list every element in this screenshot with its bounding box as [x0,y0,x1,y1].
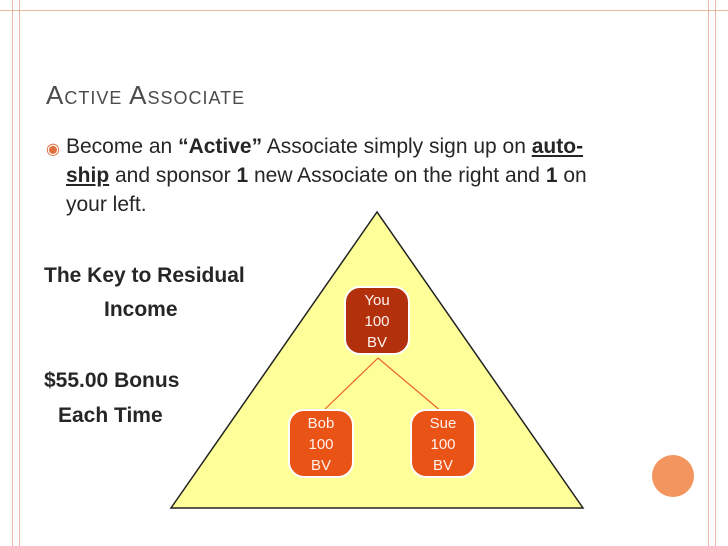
bullet-paragraph: Become an “Active” Associate simply sign… [66,132,626,219]
key-line-2: Income [104,298,178,321]
triangle-shape [169,210,585,509]
frame-line-left [12,0,13,546]
count-left: 1 [545,164,558,187]
bullet-icon: ◉ [46,141,60,158]
node-bob: Bob 100 BV [288,409,354,478]
node-you-value: 100 [364,313,390,330]
autoship-word: auto-ship [66,135,584,187]
count-right: 1 [236,164,249,187]
node-sue: Sue 100 BV [410,409,476,478]
connector-you-bob [321,357,379,413]
bonus-line-1: $55.00 Bonus [44,369,180,392]
frame-line-right-inner [708,0,709,546]
bullet-text-5: on your left. [66,164,587,216]
key-line-1: The Key to Residual [44,264,245,287]
node-bob-unit: BV [310,457,331,474]
connector-you-sue [377,357,443,413]
active-word: “Active” [178,135,263,158]
bullet-text-2: Associate simply sign up on [262,135,532,158]
node-you-name: You [364,292,390,309]
frame-line-left-inner [19,0,20,546]
bullet-text-3: and sponsor [109,164,237,187]
node-you-unit: BV [366,334,387,351]
node-sue-value: 100 [430,436,456,453]
frame-line-top [0,10,728,11]
node-you: You 100 BV [344,286,410,355]
bonus-line-2: Each Time [58,404,163,427]
node-sue-unit: BV [432,457,453,474]
slide-title: Active Associate [46,80,246,110]
node-sue-name: Sue [429,415,457,432]
decorative-circle [652,455,694,497]
node-bob-value: 100 [308,436,334,453]
bullet-text-1: Become an [66,135,179,158]
frame-line-right [715,0,716,546]
node-bob-name: Bob [307,415,335,432]
bullet-text-4: new Associate on the right and [248,164,546,187]
